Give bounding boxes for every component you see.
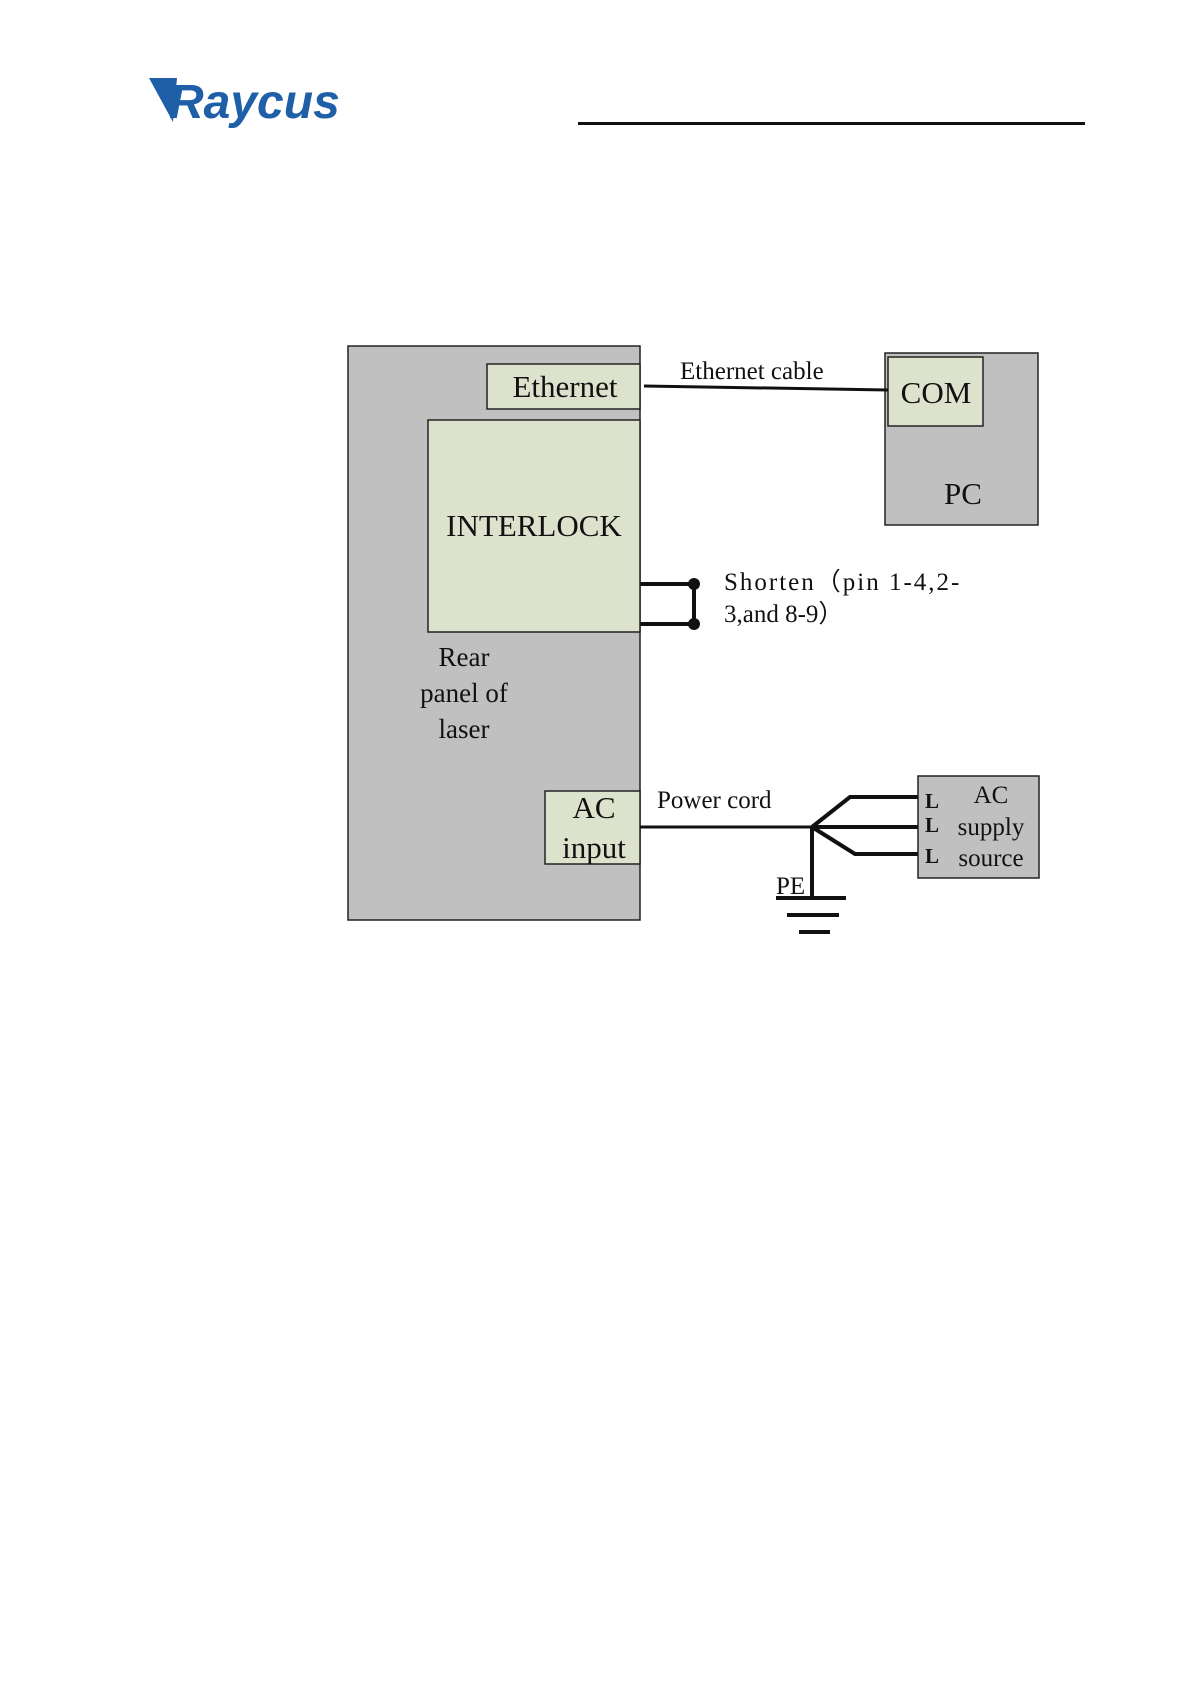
terminal-l-label: L xyxy=(925,813,939,837)
ac-input-label: input xyxy=(562,830,626,865)
com-port-label: COM xyxy=(901,375,972,410)
terminal-l-label: L xyxy=(925,844,939,868)
shorten-label: 3,and 8-9） xyxy=(724,600,843,628)
terminal-l-label: L xyxy=(925,789,939,813)
short-junction-dot xyxy=(688,578,700,590)
short-junction-dot xyxy=(688,618,700,630)
rear-panel-label: laser xyxy=(439,714,490,744)
power-wire-l3 xyxy=(812,827,921,854)
ethernet-cable-label: Ethernet cable xyxy=(680,358,824,385)
interlock-label: INTERLOCK xyxy=(446,508,622,543)
ac-input-label: AC xyxy=(572,790,615,825)
pe-label: PE xyxy=(776,873,805,900)
rear-panel-label: Rear xyxy=(439,642,490,672)
power-wire-l1 xyxy=(812,797,921,827)
shorten-label: Shorten（pin 1-4,2- xyxy=(724,568,961,596)
interlock-short-wire xyxy=(640,584,694,624)
ethernet-port-label: Ethernet xyxy=(512,369,617,404)
rear-panel-label: panel of xyxy=(420,678,508,708)
ethernet-cable-line xyxy=(644,386,888,390)
ac-supply-label: supply xyxy=(958,814,1025,841)
ac-supply-label: source xyxy=(958,845,1023,872)
ac-supply-label: AC xyxy=(974,782,1009,809)
pc-label: PC xyxy=(944,476,982,511)
power-cord-label: Power cord xyxy=(657,787,772,814)
